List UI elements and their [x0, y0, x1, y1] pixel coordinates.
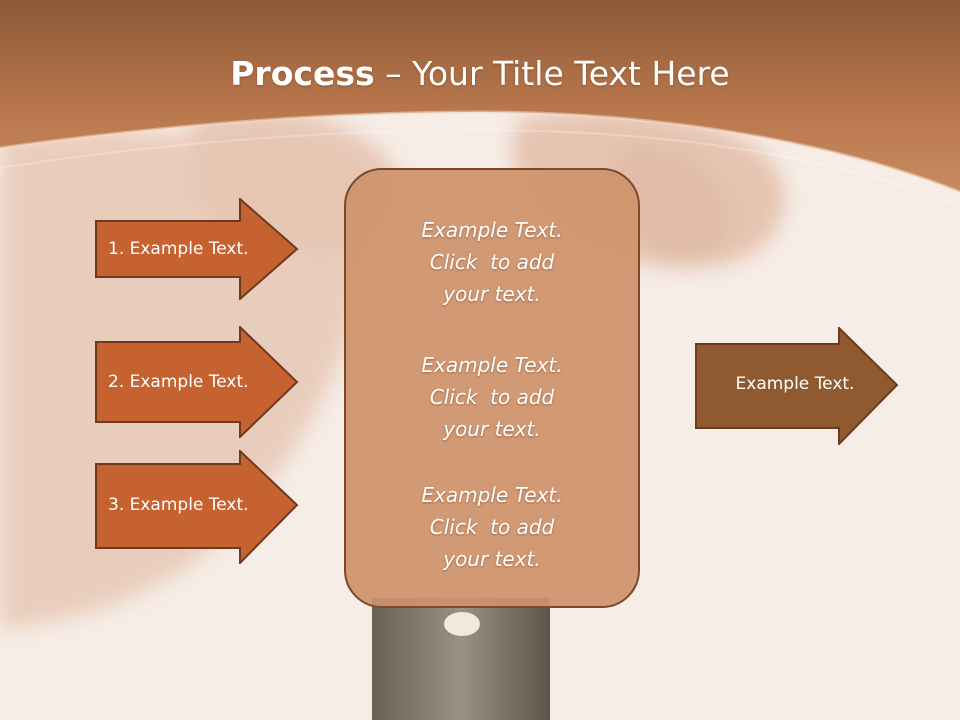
paragraph-2-line-1: Example Text. [421, 353, 563, 377]
left-arrow-1[interactable]: 1. Example Text. [95, 198, 299, 300]
center-text-box[interactable]: Example Text. Click to add your text. Ex… [344, 168, 640, 608]
paragraph-1: Example Text. Click to add your text. [346, 214, 638, 310]
arrow-1-label: 1. Example Text. [108, 239, 249, 259]
paragraph-2: Example Text. Click to add your text. [346, 349, 638, 445]
arrow-3-shape [95, 450, 299, 564]
paragraph-1-line-2: Click to add [429, 250, 555, 274]
right-arrow-label: Example Text. [735, 374, 855, 394]
paragraph-3-line-1: Example Text. [421, 483, 563, 507]
paragraph-1-line-3: your text. [443, 282, 541, 306]
paragraph-3-line-3: your text. [443, 547, 541, 571]
right-arrow[interactable]: Example Text. [695, 327, 899, 445]
left-arrow-2[interactable]: 2. Example Text. [95, 326, 299, 438]
right-arrow-shape [695, 327, 899, 445]
paragraph-3-line-2: Click to add [429, 515, 555, 539]
left-arrow-3[interactable]: 3. Example Text. [95, 450, 299, 564]
arrow-2-label: 2. Example Text. [108, 372, 249, 392]
paragraph-2-line-2: Click to add [429, 385, 555, 409]
arrow-1-shape [95, 198, 299, 300]
paragraph-2-line-3: your text. [443, 417, 541, 441]
title-rest: – Your Title Text Here [374, 54, 730, 93]
paragraph-1-line-1: Example Text. [421, 218, 563, 242]
slide-title: Process – Your Title Text Here [0, 52, 960, 96]
title-bold: Process [230, 54, 375, 93]
arrow-3-label: 3. Example Text. [108, 495, 249, 515]
paragraph-3: Example Text. Click to add your text. [346, 479, 638, 575]
arrow-2-shape [95, 326, 299, 438]
